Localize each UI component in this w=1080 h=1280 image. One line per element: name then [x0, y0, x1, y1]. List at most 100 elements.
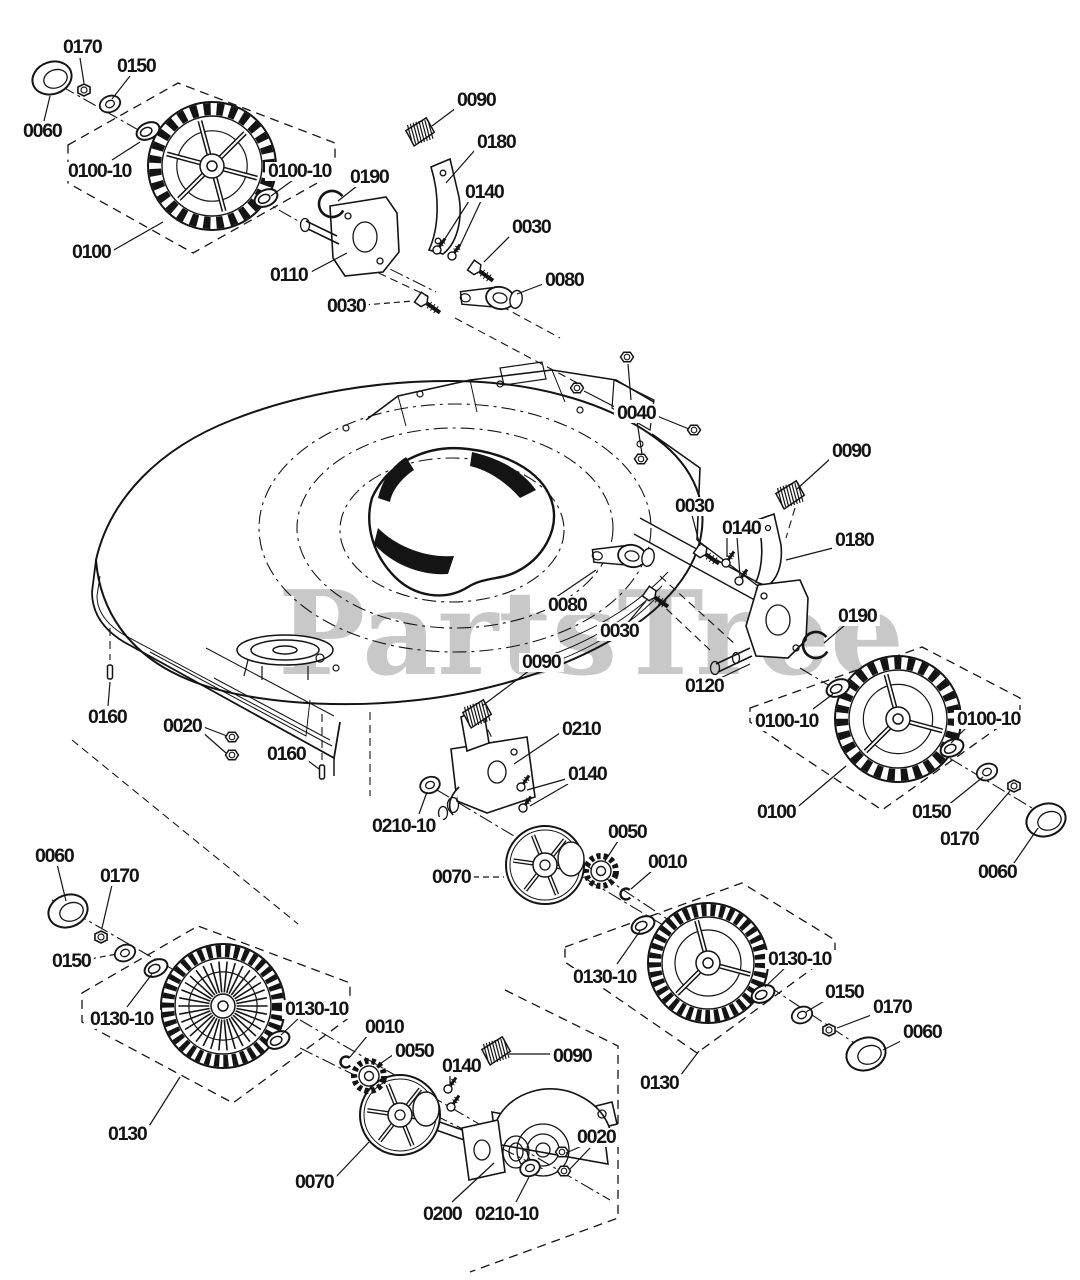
wheel	[647, 902, 769, 1024]
wheel-fin	[230, 969, 251, 996]
label-backing	[672, 497, 717, 516]
leader-line	[440, 200, 470, 246]
screw	[447, 243, 462, 261]
adjuster-knob	[461, 698, 493, 730]
leader-line	[1011, 827, 1039, 867]
nut-body	[94, 930, 108, 944]
disc-spoke-hollow	[402, 1123, 414, 1146]
part-callout: 0200	[420, 1162, 495, 1225]
bearing-bushing	[939, 738, 965, 758]
gear-teeth	[351, 1058, 387, 1094]
disc-spoke-hollow	[404, 1088, 422, 1109]
wheel-fin	[234, 981, 262, 1000]
part-callout: 0150	[805, 981, 867, 1013]
gearbox-0200-hole	[597, 1109, 607, 1119]
adjuster-knob	[480, 1035, 512, 1067]
flat-washer	[98, 94, 122, 114]
part-label: 0150	[52, 950, 92, 972]
screw-thread	[453, 248, 459, 253]
bracket-0210-hole	[437, 805, 449, 821]
cap-inner	[857, 1044, 882, 1065]
screw	[516, 774, 531, 792]
leader-line	[616, 930, 641, 965]
bolt-thread	[712, 557, 718, 565]
deck-dome-ring	[258, 403, 652, 653]
part-callout: 0090	[431, 89, 499, 127]
part-callout: 0020	[160, 715, 228, 754]
label-backing	[565, 765, 610, 784]
deck-outline	[149, 651, 311, 737]
part-label: 0200	[423, 1203, 463, 1225]
label-backing	[719, 519, 764, 538]
label-backing	[682, 677, 727, 696]
label-backing	[752, 712, 826, 731]
part-callout: 0100-10	[65, 141, 141, 182]
deck-dome-ring	[296, 427, 614, 629]
deck-outline	[378, 457, 414, 502]
gear-bore	[363, 1070, 375, 1082]
tire-tread	[649, 904, 767, 1022]
label-backing	[909, 803, 954, 822]
spacer-outer	[419, 775, 441, 795]
part-callout: 0040	[583, 363, 690, 455]
hex-nut	[224, 749, 240, 761]
bearing-bushing	[135, 121, 161, 141]
nut-hole	[558, 1148, 566, 1156]
label-backing	[160, 717, 205, 736]
hub-cap	[1025, 802, 1067, 838]
deck-outline	[470, 452, 536, 498]
label-backing	[509, 218, 554, 237]
part-callout: 0010	[630, 851, 690, 890]
bearing-bore	[634, 920, 648, 932]
bolt-head	[413, 291, 429, 308]
nut-hole	[825, 1026, 833, 1034]
nut-hole	[80, 86, 88, 94]
part-label: 0100	[72, 241, 112, 263]
disc-spoke-hollow	[549, 839, 566, 859]
tire-tread	[162, 945, 284, 1067]
label-backing	[65, 162, 139, 181]
nut-body	[619, 351, 635, 363]
hex-bolt	[641, 585, 670, 609]
leader-line	[785, 547, 834, 561]
label-backing	[369, 817, 443, 836]
label-backing	[347, 168, 392, 187]
bracket-0210-plate	[450, 736, 536, 814]
cap-inner	[1037, 810, 1062, 831]
bolt-thread	[433, 306, 439, 314]
leader-line	[337, 185, 358, 202]
cam-stub	[509, 289, 523, 309]
leader-line	[583, 390, 616, 408]
cap-inner	[59, 901, 84, 922]
bearing-bushing	[825, 678, 851, 698]
screw-shaft	[452, 1094, 461, 1105]
nut-hole	[1010, 782, 1018, 790]
part-label: 0100-10	[957, 708, 1022, 730]
washer-outer	[98, 94, 122, 114]
part-label: 0160	[267, 743, 307, 765]
knob-rib	[418, 120, 426, 143]
nut-hole	[623, 353, 631, 361]
leader-line	[836, 1013, 875, 1029]
bolt-thread	[486, 274, 492, 282]
part-callout: 0050	[376, 1040, 437, 1067]
bracket-0120	[709, 579, 809, 676]
screw-thread	[741, 570, 748, 575]
label-backing	[97, 867, 142, 886]
screw-shaft	[740, 568, 749, 579]
label-backing	[835, 607, 880, 626]
screw	[446, 1094, 461, 1112]
wheel	[147, 101, 277, 231]
part-callout: 0170	[97, 865, 142, 929]
screw-thread	[522, 779, 528, 784]
arm-hole	[459, 293, 471, 303]
washer-outer	[975, 762, 999, 782]
wheel-fin	[236, 1007, 268, 1015]
leader-line	[529, 783, 569, 807]
nut-hole	[228, 733, 236, 741]
label-backing	[420, 1205, 465, 1224]
nut-body	[686, 424, 702, 436]
leader-line	[107, 681, 111, 707]
wheel-fin	[181, 1010, 211, 1023]
part-label: 0160	[88, 706, 128, 728]
